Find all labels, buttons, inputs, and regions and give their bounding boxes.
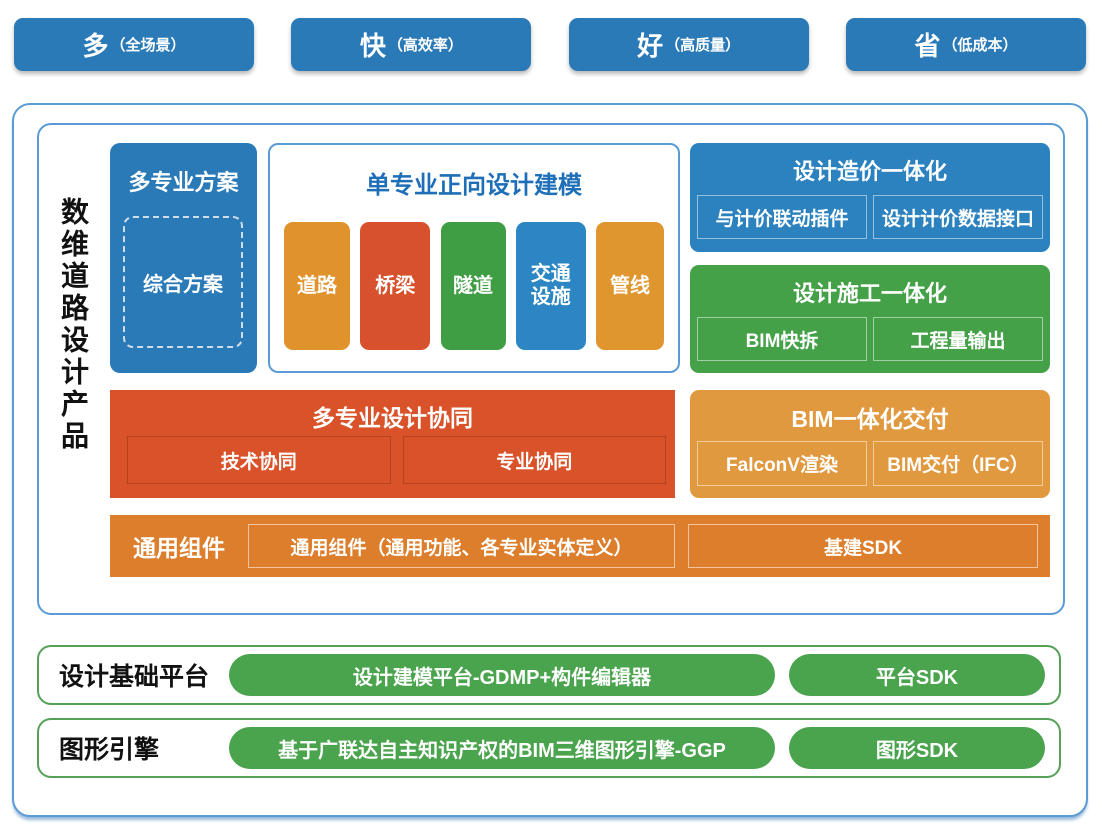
sub-item-falconv-rendering: FalconV渲染 [697,441,867,486]
block-multi-discipline-scheme: 多专业方案 综合方案 [110,143,257,373]
modeling-item-traffic-facilities: 交通设施 [515,222,586,350]
block-title: 多专业方案 [128,170,239,195]
badge-main-text: 好 [637,31,664,61]
block-single-discipline-modeling: 单专业正向设计建模 道路 桥梁 隧道 交通设施 管线 [268,143,680,373]
pill-gdmp-component-editor: 设计建模平台-GDMP+构件编辑器 [229,654,775,696]
badge-main-text: 省 [914,31,941,61]
comprehensive-scheme-box: 综合方案 [123,216,243,348]
architecture-panel: 数维道路设计产品 多专业方案 综合方案 单专业正向设计建模 道路 桥梁 隧道 交… [12,103,1088,817]
design-base-platform-row: 设计基础平台 设计建模平台-GDMP+构件编辑器 平台SDK [37,645,1061,705]
block-title: 设计造价一体化 [792,159,947,184]
sub-item-common-functions-entities: 通用组件（通用功能、各专业实体定义） [248,524,675,568]
badge-duo: 多 （全场景） [14,18,254,71]
block-multi-discipline-collaboration: 多专业设计协同 技术协同 专业协同 [110,390,675,498]
product-container: 数维道路设计产品 多专业方案 综合方案 单专业正向设计建模 道路 桥梁 隧道 交… [37,123,1065,615]
pill-graphics-sdk: 图形SDK [789,727,1045,769]
sub-item-bim-quick-breakdown: BIM快拆 [697,317,867,361]
block-design-construction-integration: 设计施工一体化 BIM快拆 工程量输出 [690,265,1050,373]
block-title: 设计施工一体化 [792,281,947,306]
product-side-title: 数维道路设计产品 [58,197,89,453]
common-components-label: 通用组件 [133,535,225,561]
pill-platform-sdk: 平台SDK [789,654,1045,696]
badge-sub-text: （全场景） [110,37,186,54]
sub-items-row: 技术协同 专业协同 [127,436,666,484]
badge-kuai: 快 （高效率） [291,18,532,71]
badge-sheng: 省 （低成本） [845,18,1086,71]
sub-items-row: 与计价联动插件 设计计价数据接口 [697,195,1043,239]
block-design-cost-integration: 设计造价一体化 与计价联动插件 设计计价数据接口 [690,143,1050,252]
modeling-item-bridge: 桥梁 [360,222,431,350]
row-label: 图形引擎 [59,736,160,764]
block-title: 单专业正向设计建模 [366,172,582,199]
badge-main-text: 快 [359,31,386,61]
badge-main-text: 多 [82,31,109,61]
pill-ggp-engine: 基于广联达自主知识产权的BIM三维图形引擎-GGP [229,727,775,769]
sub-items-row: BIM快拆 工程量输出 [697,317,1043,361]
top-badges-row: 多 （全场景） 快 （高效率） 好 （高质量） 省 （低成本） [14,18,1086,71]
block-title: BIM一体化交付 [791,406,949,432]
sub-item-quantity-output: 工程量输出 [873,317,1043,361]
graphics-engine-row: 图形引擎 基于广联达自主知识产权的BIM三维图形引擎-GGP 图形SDK [37,718,1061,778]
modeling-item-pipeline: 管线 [596,222,664,350]
sub-item-technical-collaboration: 技术协同 [127,436,391,484]
badge-sub-text: （低成本） [942,37,1018,54]
modeling-items-row: 道路 桥梁 隧道 交通设施 管线 [284,222,664,350]
modeling-item-tunnel: 隧道 [440,222,506,350]
badge-sub-text: （高质量） [665,37,741,54]
modeling-item-road: 道路 [284,222,350,350]
row-label: 设计基础平台 [59,663,210,691]
sub-items-row: FalconV渲染 BIM交付（IFC） [697,441,1043,486]
block-title: 多专业设计协同 [312,405,473,431]
badge-sub-text: （高效率） [387,37,463,54]
sub-item-design-pricing-data-api: 设计计价数据接口 [873,195,1043,239]
sub-item-discipline-collaboration: 专业协同 [402,436,666,484]
sub-item-bim-delivery-ifc: BIM交付（IFC） [873,441,1043,486]
block-common-components: 通用组件 通用组件（通用功能、各专业实体定义） 基建SDK [110,515,1050,577]
sub-item-infrastructure-sdk: 基建SDK [688,524,1038,568]
badge-hao: 好 （高质量） [568,18,809,71]
block-bim-integrated-delivery: BIM一体化交付 FalconV渲染 BIM交付（IFC） [690,390,1050,498]
sub-item-pricing-linkage-plugin: 与计价联动插件 [697,195,867,239]
